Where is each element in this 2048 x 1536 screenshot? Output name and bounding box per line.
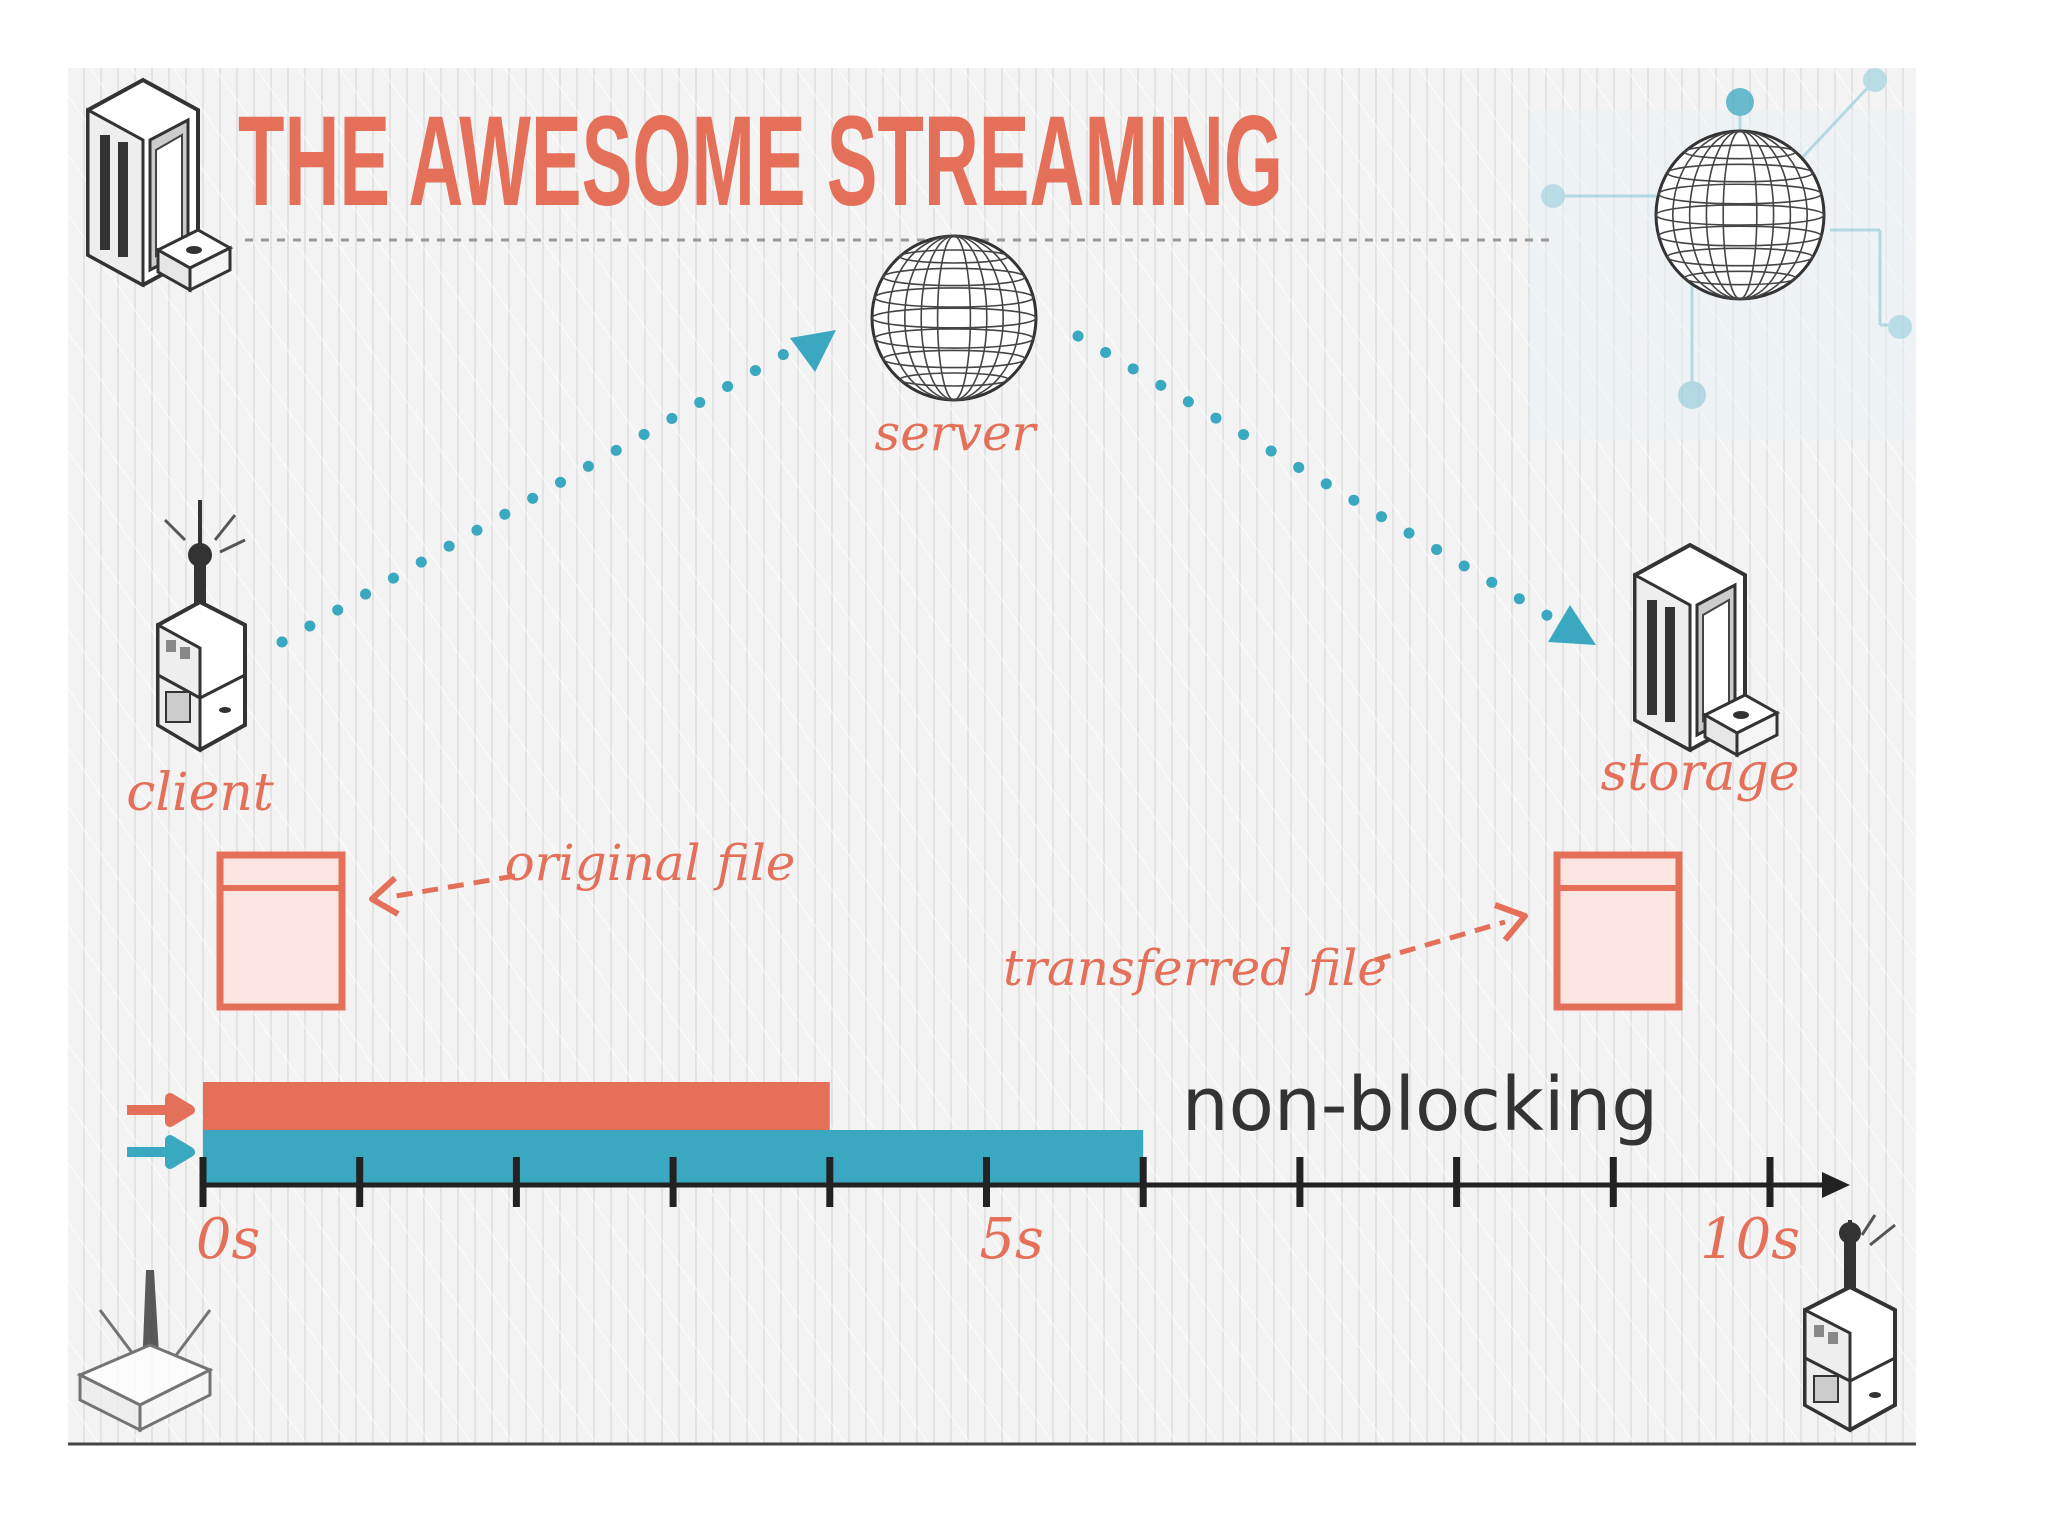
server-to-storage-arrowhead	[1548, 605, 1596, 645]
client-to-server-arrow	[276, 339, 806, 648]
client-device-icon	[156, 500, 247, 753]
transferred-file-icon	[1553, 851, 1683, 1011]
router-icon	[76, 1270, 214, 1433]
upload-bar-arrow-icon	[127, 1093, 195, 1127]
timeline-tick-label: 10s	[1700, 1207, 1800, 1272]
timeline-tick-label: 5s	[979, 1207, 1043, 1272]
storage-cabinet-icon	[1633, 542, 1781, 758]
server-globe-icon	[870, 234, 1038, 402]
original-file-icon	[216, 851, 346, 1011]
transferred-file-label: transferred file	[1003, 939, 1387, 997]
transfer-bar-arrow-icon	[127, 1135, 195, 1169]
client-device-small-icon	[1803, 1214, 1897, 1433]
timeline: 0s 5s 10s	[127, 1082, 1850, 1272]
upload-bar	[203, 1082, 830, 1132]
server-cabinet-icon	[86, 77, 234, 293]
server-to-storage-arrow	[1072, 330, 1561, 626]
timeline-mode-label: non-blocking	[1182, 1062, 1659, 1148]
storage-label: storage	[1601, 743, 1800, 803]
server-label: server	[875, 404, 1039, 462]
client-label: client	[126, 763, 274, 823]
transferred-file-pointer-head	[1493, 902, 1528, 942]
original-file-label: original file	[505, 834, 796, 892]
transferred-file-pointer	[1374, 919, 1506, 963]
timeline-tick-label: 0s	[196, 1207, 260, 1272]
page-title: THE AWESOME STREAMING	[238, 90, 1283, 233]
globe-icon	[1654, 129, 1826, 301]
timeline-axis-arrowhead	[1822, 1172, 1850, 1198]
client-to-server-arrowhead	[790, 330, 836, 372]
original-file-pointer	[389, 873, 516, 900]
original-file-pointer-head	[369, 875, 400, 917]
